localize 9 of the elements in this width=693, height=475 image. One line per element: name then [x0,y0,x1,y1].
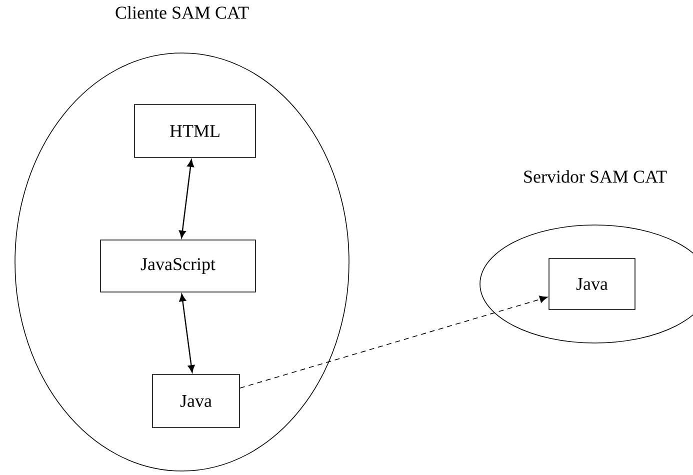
arrow [240,296,548,388]
ellipse-title: Cliente SAM CAT [116,6,249,19]
arrow [178,159,194,238]
process-box: Java [548,258,636,310]
process-box: JavaScript [100,240,256,292]
process-box: Java [152,374,240,428]
arrow [179,294,195,373]
ellipse-title: Servidor SAM CAT [524,170,667,183]
process-box: HTML [134,104,256,158]
